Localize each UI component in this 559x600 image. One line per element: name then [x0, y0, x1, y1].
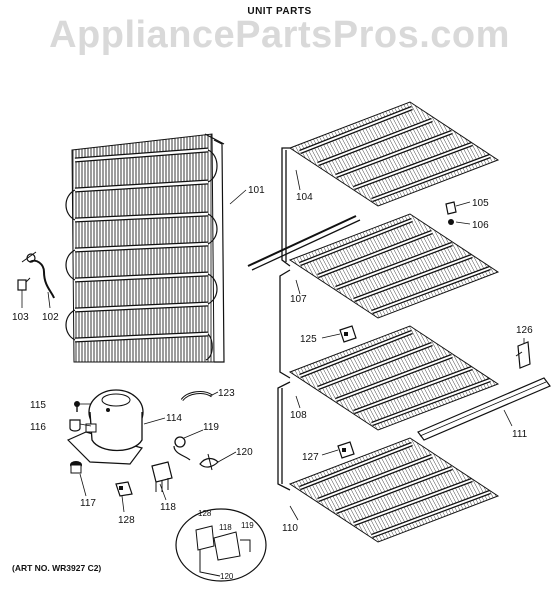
compressor [66, 389, 144, 465]
condenser-coil [65, 133, 225, 363]
callout-116: 116 [30, 422, 46, 433]
bushing-part [70, 461, 82, 474]
callout-101: 101 [248, 185, 265, 196]
callout-108: 108 [290, 410, 307, 421]
callout-118: 118 [160, 502, 176, 513]
shelf-coil-bottom [288, 437, 500, 543]
inset-callout-118: 118 [219, 523, 232, 532]
bracket-part-126 [515, 341, 531, 369]
capacitor-part [173, 436, 191, 461]
inset-callout-128: 128 [198, 509, 212, 518]
overload-part [115, 481, 133, 497]
callout-126: 126 [516, 325, 533, 336]
callout-106: 106 [472, 220, 489, 231]
callout-117: 117 [80, 498, 96, 509]
clip-part-127 [337, 441, 355, 459]
callout-110: 110 [282, 523, 298, 534]
art-number: (ART NO. WR3927 C2) [12, 563, 102, 573]
callout-105: 105 [472, 198, 489, 209]
callout-120: 120 [236, 447, 253, 458]
grommet-part [69, 419, 81, 432]
watermark: AppliancePartsPros.com [49, 14, 510, 56]
rail-part-111 [417, 377, 551, 441]
evaporator-tubing [247, 147, 361, 491]
inset-callout-120: 120 [220, 572, 234, 581]
callout-119: 119 [203, 422, 219, 433]
callout-123: 123 [218, 388, 235, 399]
callout-102: 102 [42, 312, 59, 323]
shelf-coil-2 [288, 213, 500, 319]
callout-114: 114 [166, 413, 182, 424]
clip-part-120 [199, 453, 219, 471]
page-title: UNIT PARTS [247, 6, 312, 17]
screw-part [74, 401, 80, 412]
callout-104: 104 [296, 192, 313, 203]
relay-part [151, 461, 173, 492]
callout-125: 125 [300, 334, 317, 345]
drain-tube-part [21, 251, 55, 299]
clip-part [17, 277, 31, 291]
callout-128: 128 [118, 515, 135, 526]
cap-part-105 [445, 201, 457, 215]
shelf-coil-3 [288, 325, 500, 431]
clip-part-125 [339, 325, 357, 343]
callout-111: 111 [512, 429, 528, 440]
callout-103: 103 [12, 312, 29, 323]
shelf-coil-top [288, 101, 500, 207]
callout-107: 107 [290, 294, 307, 305]
inset-detail [175, 508, 267, 582]
screw-part-106 [448, 219, 454, 225]
callout-127: 127 [302, 452, 319, 463]
tube-part-123 [180, 391, 213, 402]
inset-callout-119: 119 [241, 521, 254, 530]
callout-115: 115 [30, 400, 46, 411]
leader-lines [21, 169, 525, 521]
